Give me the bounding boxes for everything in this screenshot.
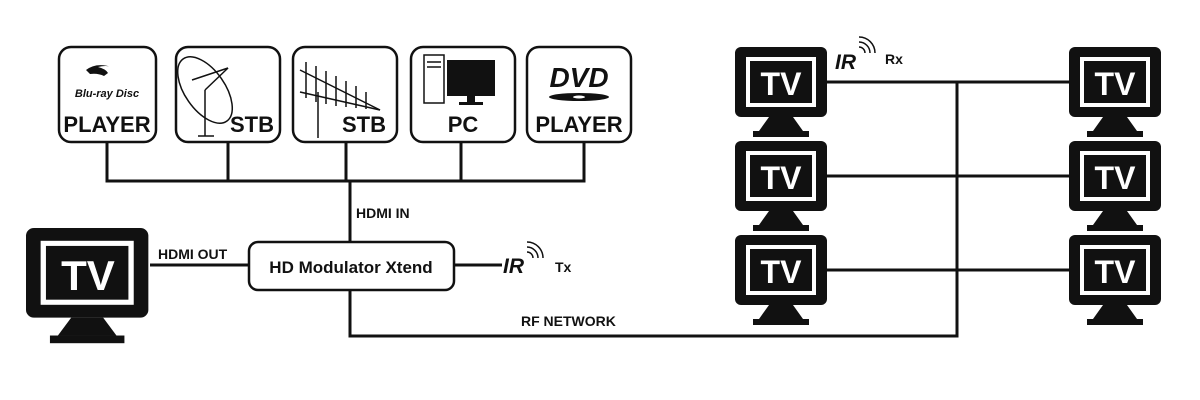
dvd-logo-icon: DVD [549,62,609,101]
source-label-stb-2: STB [342,112,386,137]
source-blu-ray-player: Blu-ray Disc PLAYER [57,45,158,144]
tv-right-1-label: TV [1095,66,1137,102]
tv-right-2-label: TV [1095,160,1137,196]
tv-left-1-label: TV [761,66,803,102]
tv-hdmi-out-label: TV [61,252,115,299]
tv-left-2-label: TV [761,160,803,196]
hdmi-out-label: HDMI OUT [158,246,228,262]
antenna-icon [299,62,381,138]
ir-signal-icon [858,36,876,54]
rf-network-line [348,82,959,338]
hd-modulator-box: HD Modulator Xtend [247,240,456,292]
ir-rx-text: IR [835,51,857,74]
source-label-stb-1: STB [230,112,274,137]
source-satellite-stb: STB [174,45,282,144]
source-dvd-player: DVD PLAYER [525,45,633,144]
connection-lines [105,80,1069,338]
tv-right-3-label: TV [1095,254,1137,290]
desktop-pc-icon [423,54,495,105]
rf-network-label: RF NETWORK [521,313,616,329]
source-label-pc: PC [448,112,479,137]
ir-transmitter: IR Tx [503,241,572,278]
source-label-player-1: PLAYER [63,112,150,137]
satellite-dish-icon [176,56,234,137]
source-bus-line [105,142,586,183]
source-label-player-2: PLAYER [535,112,622,137]
tv-left-3-label: TV [761,254,803,290]
rx-label: Rx [885,51,903,67]
ir-tx-text: IR [503,255,525,278]
bluray-logo-text: Blu-ray Disc [75,88,139,100]
tx-label: Tx [555,259,572,275]
hdmi-in-label: HDMI IN [356,205,410,221]
modulator-label: HD Modulator Xtend [269,258,432,277]
source-antenna-stb: STB [291,45,399,144]
ir-signal-icon [526,241,544,259]
dvd-logo-text: DVD [549,62,608,93]
source-pc: PC [409,45,517,144]
bluray-logo-icon: Blu-ray Disc [75,65,139,100]
ir-receiver: IR Rx [835,36,903,74]
